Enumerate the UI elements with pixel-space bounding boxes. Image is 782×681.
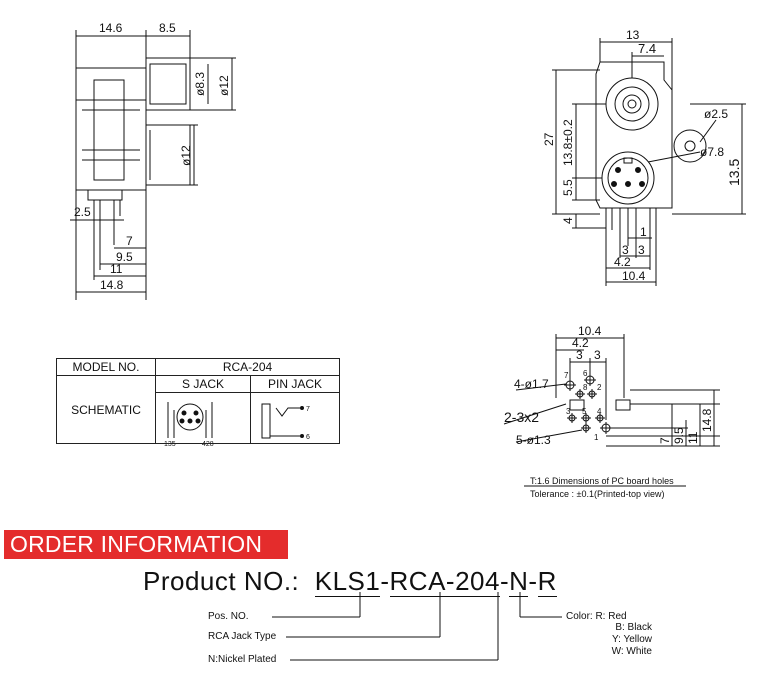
pcb-dim-10: 11 [686, 431, 700, 444]
side-dim-8: 9.5 [116, 250, 133, 264]
pin-jack-header: PIN JACK [250, 375, 340, 393]
pcb-dim-6: 2-3x2 [504, 409, 539, 425]
side-dim-10: 14.8 [100, 278, 124, 292]
side-dim-5: ø12 [179, 145, 193, 166]
color-title: Color: R: Red [566, 611, 627, 622]
product-seg-color: R [537, 566, 557, 597]
label-pos-no: Pos. NO. [208, 611, 249, 622]
front-dim-9: 4 [561, 217, 575, 224]
model-value: RCA-204 [155, 358, 340, 376]
model-label: MODEL NO. [56, 358, 156, 376]
order-leader-lines [272, 592, 562, 661]
pcb-dim-4: 3 [594, 348, 601, 362]
pcb-tolerance: Tolerance : ±0.1(Printed-top view) [530, 489, 665, 499]
product-seg-pos: KLS1 [314, 566, 381, 597]
pcb-dim-7: 5-ø1.3 [516, 433, 551, 447]
pcb-pin-4: 4 [597, 407, 602, 416]
front-dim-3: ø2.5 [704, 107, 728, 121]
color-yellow: Y: Yellow [611, 634, 652, 645]
front-dim-1: 13 [626, 28, 640, 42]
front-view [552, 38, 746, 286]
front-dim-14: 10.4 [622, 269, 646, 283]
side-dim-4: ø12 [217, 75, 231, 96]
s-jack-pins-right: 428 [202, 441, 214, 448]
front-dim-8: 5.5 [561, 179, 575, 196]
s-jack-header: S JACK [155, 375, 251, 393]
product-seg-type: RCA-204 [389, 566, 500, 597]
product-number-line: Product NO.: KLS1-RCA-204-N-R [143, 566, 557, 597]
pcb-dim-5: 4-ø1.7 [514, 377, 549, 391]
pcb-dim-2: 4.2 [572, 336, 589, 350]
order-information-title: ORDER INFORMATION [4, 530, 288, 559]
s-jack-cell [155, 392, 251, 444]
color-white: W: White [611, 646, 652, 657]
pcb-pin-6: 6 [583, 369, 588, 378]
front-dim-5: 13.8±0.2 [561, 119, 575, 166]
product-prefix: Product NO.: [143, 566, 315, 596]
product-seg-plating: N [509, 566, 529, 597]
s-jack-pins-left: 135 [164, 441, 176, 448]
product-dash-1: - [380, 566, 390, 596]
front-dim-13: 4.2 [614, 255, 631, 269]
pcb-dim-3: 3 [576, 348, 583, 362]
pcb-pin-5: 5 [582, 407, 587, 416]
pcb-dim-8: 7 [658, 437, 672, 444]
color-black: B: Black [615, 622, 652, 633]
side-dim-3: ø8.3 [193, 72, 207, 96]
label-jack-type: RCA Jack Type [208, 631, 277, 642]
front-dim-10: 1 [640, 225, 647, 239]
front-dim-11: 3 [622, 243, 629, 257]
side-dim-9: 11 [110, 262, 123, 276]
pcb-dim-1: 10.4 [578, 324, 602, 338]
product-dash-2: - [499, 566, 510, 596]
front-dim-7: 13.5 [726, 159, 742, 186]
side-dim-6: 2.5 [74, 205, 91, 219]
pcb-pin-8: 8 [583, 383, 588, 392]
side-dim-1: 14.6 [99, 21, 123, 35]
pcb-layout [503, 334, 720, 487]
pcb-pin-2: 2 [597, 383, 602, 392]
front-dim-6: ø7.8 [700, 145, 724, 159]
product-dash-3: - [528, 566, 538, 596]
pcb-pin-3: 3 [566, 407, 571, 416]
front-dim-2: 7.4 [638, 41, 656, 56]
pcb-pin-1: 1 [594, 433, 599, 442]
pcb-pin-7: 7 [564, 371, 569, 380]
side-view [70, 30, 236, 300]
pin-jack-cell [250, 392, 340, 444]
side-dim-7: 7 [126, 234, 133, 248]
pcb-dim-9: 9.5 [672, 427, 686, 444]
spec-table: MODEL NO. RCA-204 SCHEMATIC S JACK PIN J… [56, 358, 340, 444]
front-dim-12: 3 [638, 243, 645, 257]
pcb-caption: T:1.6 Dimensions of PC board holes [530, 476, 674, 486]
pcb-dim-11: 14.8 [700, 408, 714, 432]
label-plating: N:Nickel Plated [208, 654, 277, 665]
side-dim-2: 8.5 [159, 21, 176, 35]
front-dim-4: 27 [542, 132, 556, 146]
schematic-label: SCHEMATIC [56, 375, 156, 444]
